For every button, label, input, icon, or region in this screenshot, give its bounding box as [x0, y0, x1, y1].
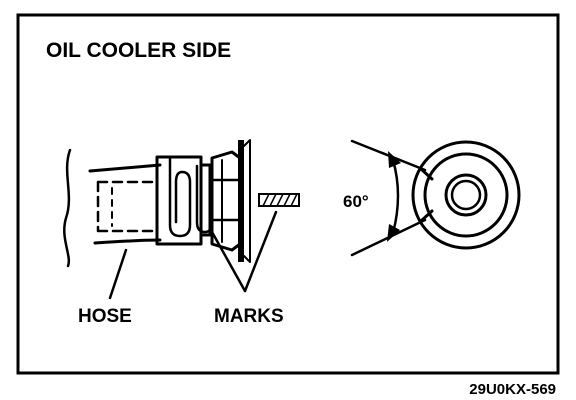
- diagram-frame: [16, 13, 560, 375]
- figure-code: 29U0KX-569: [469, 381, 556, 398]
- diagram-title: OIL COOLER SIDE: [46, 39, 231, 62]
- hose-label: HOSE: [78, 306, 132, 327]
- mark-detail: [258, 193, 300, 207]
- marks-label: MARKS: [214, 306, 284, 327]
- angle-label: 60°: [343, 192, 369, 211]
- fitting-end-view: [350, 139, 521, 257]
- hose-fitting-side-view: [63, 139, 300, 268]
- hose-leader-line: [108, 248, 128, 300]
- marks-leader-lines: [210, 210, 278, 293]
